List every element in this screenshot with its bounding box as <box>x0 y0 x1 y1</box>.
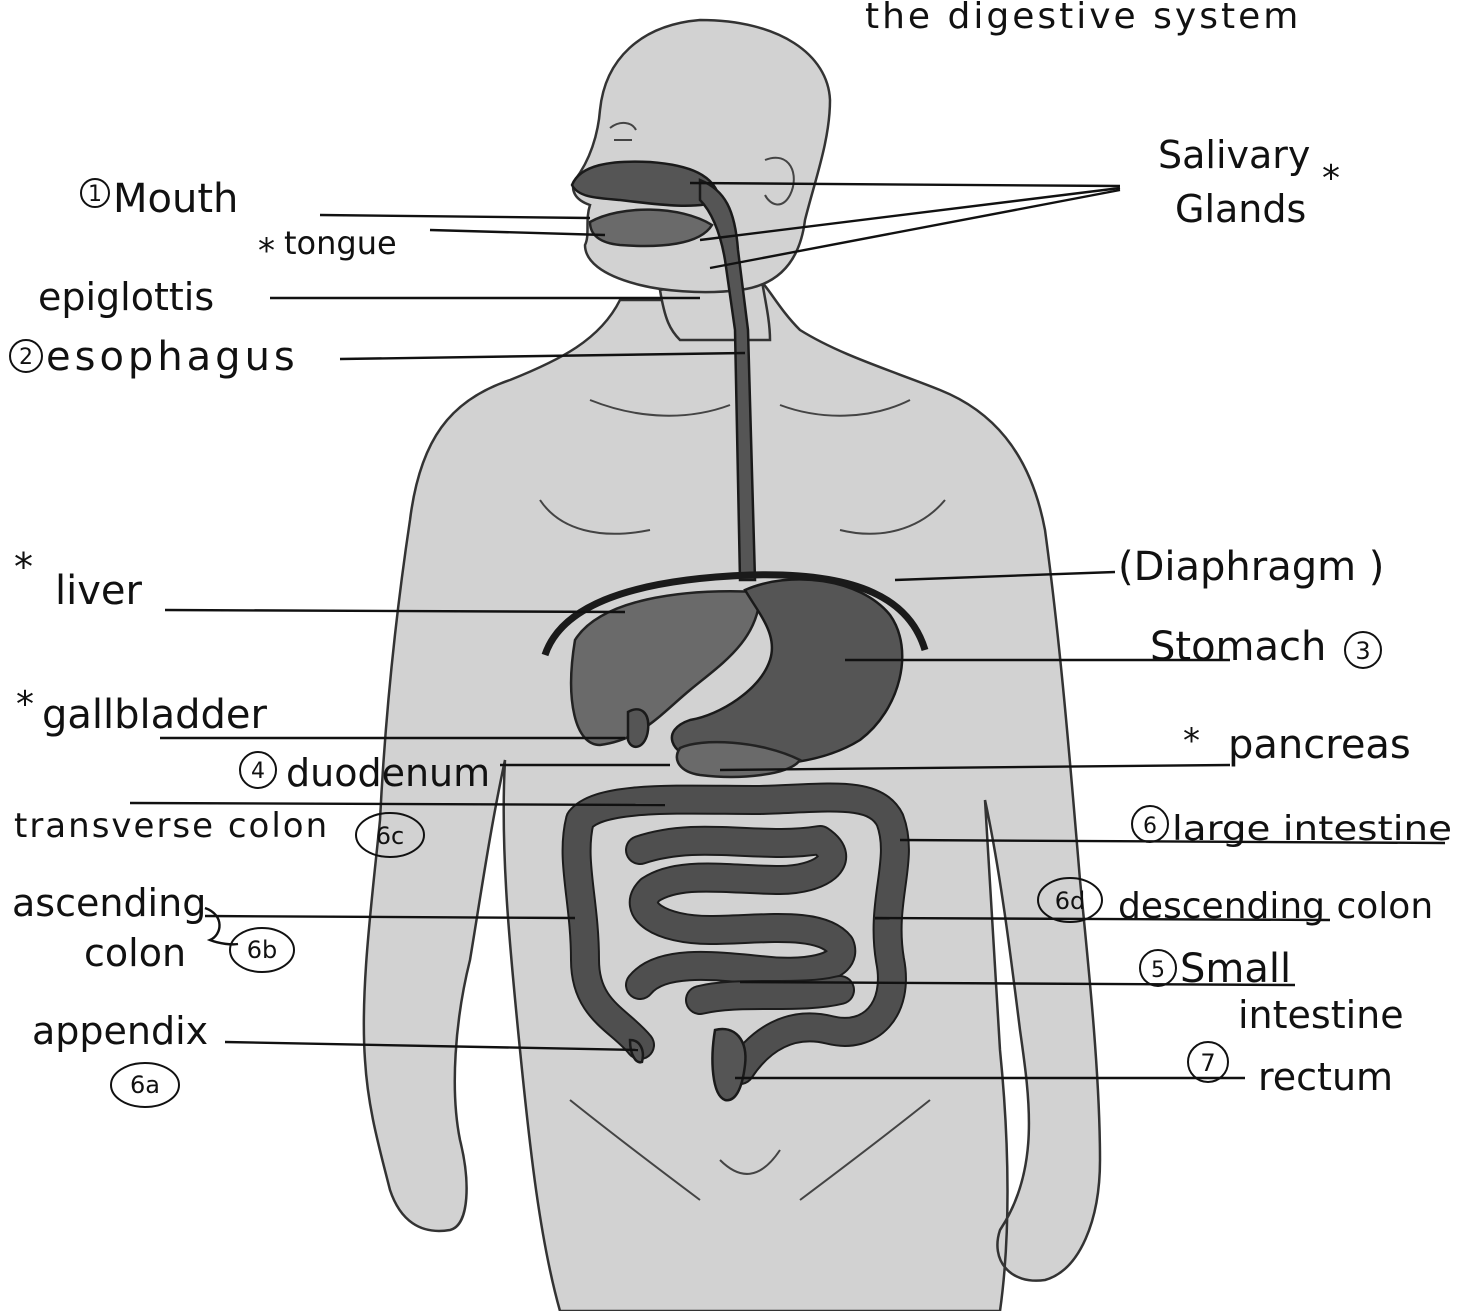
descending-colon-code: 6d <box>1055 887 1086 915</box>
ascending-colon-code: 6b <box>247 936 278 964</box>
appendix-label: appendix <box>32 1009 208 1053</box>
esophagus-label: esophagus <box>46 334 299 380</box>
rectum-number: 7 <box>1200 1049 1215 1077</box>
esophagus-number: 2 <box>19 345 33 370</box>
diagram-title: the digestive system <box>865 0 1301 37</box>
rectum-label: rectum <box>1258 1055 1393 1099</box>
small-intestine-label-line1: Small <box>1180 946 1291 992</box>
tongue-star: * <box>258 231 275 271</box>
gallbladder-label: gallbladder <box>42 692 268 738</box>
small-intestine-label-line2: intestine <box>1238 993 1404 1037</box>
appendix-code: 6a <box>130 1071 160 1099</box>
duodenum-label: duodenum <box>286 751 490 795</box>
head-outline <box>573 20 830 292</box>
large-intestine-label: large intestine <box>1172 809 1452 849</box>
small-intestine-number: 5 <box>1151 958 1165 983</box>
stomach-label: Stomach <box>1150 624 1326 670</box>
transverse-colon-label: transverse colon <box>14 806 329 846</box>
salivary-star: * <box>1322 158 1340 199</box>
gallbladder-shape <box>628 709 648 747</box>
rectum-shape <box>712 1029 745 1100</box>
liver-star: * <box>14 545 33 589</box>
leader-mouth <box>320 215 590 218</box>
liver-label: liver <box>55 568 143 614</box>
salivary-label-line2: Glands <box>1175 187 1306 231</box>
ascending-colon-label-line2: colon <box>84 931 186 975</box>
pancreas-star: * <box>1183 721 1200 761</box>
mouth-number: 1 <box>88 182 102 207</box>
stomach-number: 3 <box>1355 637 1370 665</box>
leader-tongue <box>430 230 605 235</box>
tongue-label: tongue <box>284 224 397 262</box>
mouth-label: Mouth <box>113 176 238 222</box>
large-intestine-number: 6 <box>1143 814 1157 839</box>
salivary-label-line1: Salivary <box>1158 133 1310 177</box>
epiglottis-label: epiglottis <box>38 275 214 319</box>
ascending-colon-label-line1: ascending <box>12 881 206 925</box>
diaphragm-label: (Diaphragm ) <box>1118 544 1384 590</box>
descending-colon-label: descending colon <box>1118 886 1433 927</box>
transverse-colon-code: 6c <box>376 822 404 850</box>
gallbladder-star: * <box>16 684 34 725</box>
duodenum-number: 4 <box>251 759 265 784</box>
pancreas-label: pancreas <box>1228 722 1411 768</box>
